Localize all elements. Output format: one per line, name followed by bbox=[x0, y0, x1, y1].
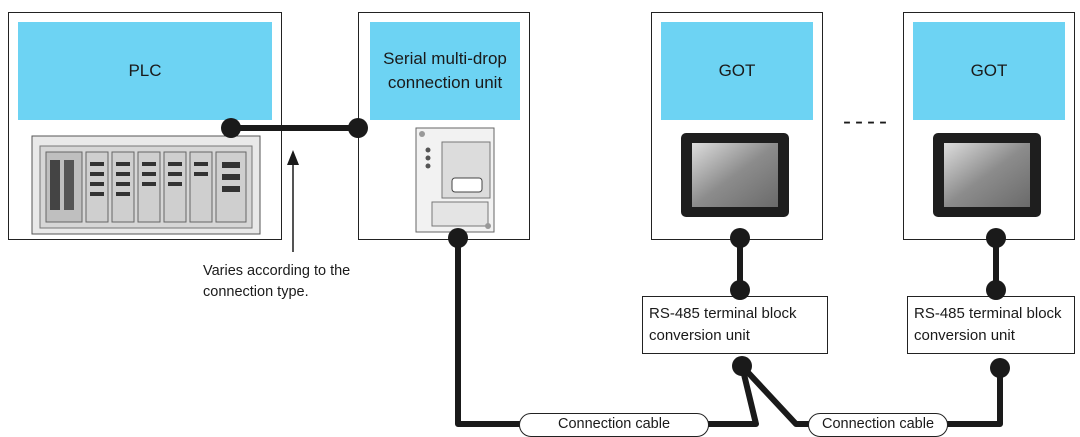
varies-note: Varies according to the connection type. bbox=[203, 263, 351, 300]
connection-cable-2-label: Connection cable bbox=[808, 413, 948, 437]
serial-unit-label: Serial multi-drop connection unit bbox=[370, 22, 520, 120]
serial-unit-hardware-icon bbox=[415, 127, 495, 233]
varies-arrow bbox=[287, 150, 299, 252]
terminal-unit-2-box: RS-485 terminal block conversion unit bbox=[907, 296, 1075, 354]
got-1-screen-icon bbox=[681, 133, 789, 217]
plc-label: PLC bbox=[18, 22, 272, 120]
more-gots-ellipsis: ---- bbox=[843, 108, 891, 135]
connection-cable-1-label: Connection cable bbox=[519, 413, 709, 437]
plc-hardware-icon bbox=[31, 135, 261, 235]
got-2-screen-icon bbox=[933, 133, 1041, 217]
terminal-unit-1-box: RS-485 terminal block conversion unit bbox=[642, 296, 828, 354]
got-1-label: GOT bbox=[661, 22, 813, 120]
got-2-label: GOT bbox=[913, 22, 1065, 120]
